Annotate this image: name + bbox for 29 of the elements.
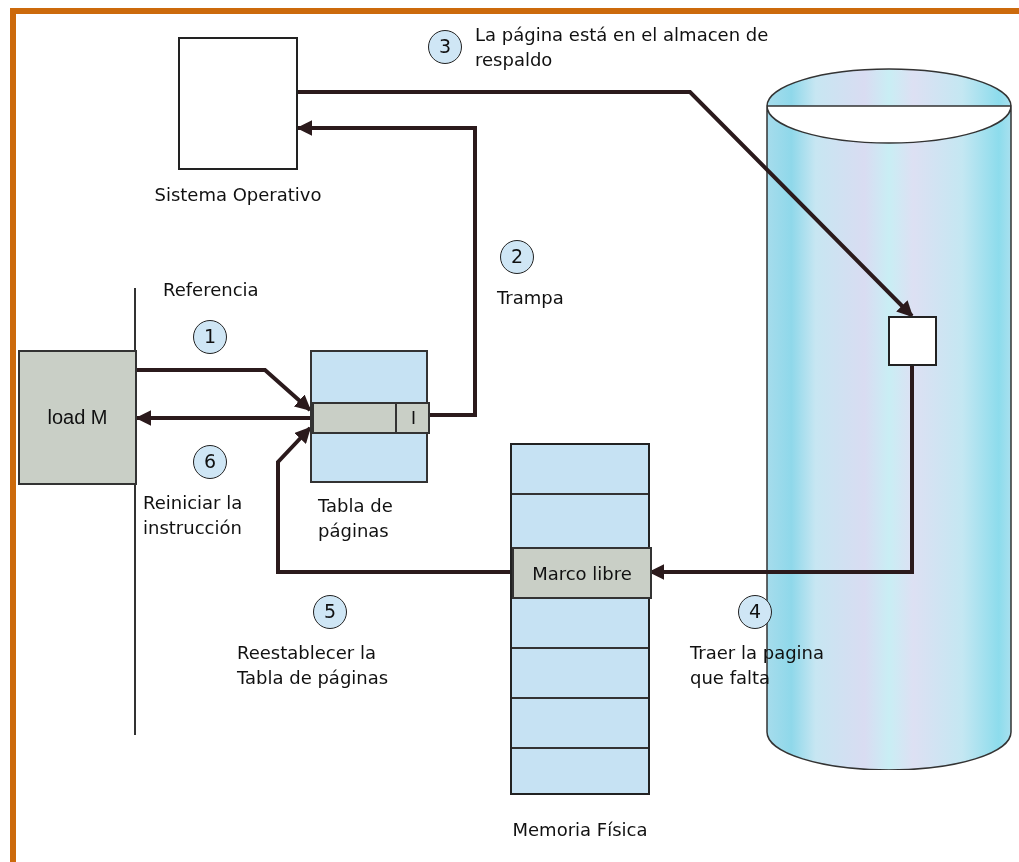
step-number: 1 xyxy=(193,320,227,354)
page-table xyxy=(310,350,428,483)
table-entry-row xyxy=(312,402,430,434)
arrow xyxy=(276,426,510,574)
step-number: 4 xyxy=(738,595,772,629)
step-number: 5 xyxy=(313,595,347,629)
step-label: Referencia xyxy=(163,278,260,302)
step-label: Reestablecer la Tabla de páginas xyxy=(237,641,390,690)
node-label: Memoria Física xyxy=(511,818,649,842)
step-number: 6 xyxy=(193,445,227,479)
step-label: Reiniciar la instrucción xyxy=(143,491,244,540)
page-block xyxy=(888,316,937,366)
memory-frame xyxy=(512,547,652,599)
arrow xyxy=(137,368,312,412)
memory-stack xyxy=(510,443,650,795)
step-number: 3 xyxy=(428,30,462,64)
step-label: La página está en el almacen de respaldo xyxy=(475,23,770,72)
node-label: I xyxy=(411,406,416,430)
step-number: 2 xyxy=(500,240,534,274)
arrow xyxy=(135,410,310,426)
arrow xyxy=(296,120,477,417)
instruction-box xyxy=(18,350,137,485)
node-label: load M xyxy=(47,405,108,430)
step-label: Trampa xyxy=(497,286,565,310)
process-box xyxy=(178,37,298,170)
node-label: Tabla de páginas xyxy=(318,494,394,543)
node-label: Sistema Operativo xyxy=(153,183,323,207)
arrow xyxy=(298,90,914,318)
node-label: Marco libre xyxy=(532,561,632,586)
